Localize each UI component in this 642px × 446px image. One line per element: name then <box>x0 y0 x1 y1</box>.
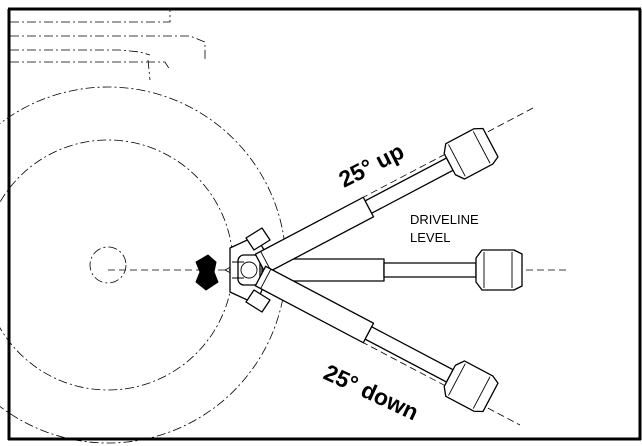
driveline-level-label-line2: LEVEL <box>410 230 450 245</box>
pto-shaft-stub <box>195 254 219 291</box>
frame-border <box>7 7 642 441</box>
driveline-level-shaft <box>261 249 523 291</box>
tractor-body-outline <box>10 9 206 81</box>
driveline-up-shaft <box>254 127 499 275</box>
driveline-level-label-line1: DRIVELINE <box>410 212 479 227</box>
driveline-down-shaft <box>254 265 499 413</box>
universal-joint <box>229 227 271 313</box>
angle-down-label: 25° down <box>320 359 423 425</box>
